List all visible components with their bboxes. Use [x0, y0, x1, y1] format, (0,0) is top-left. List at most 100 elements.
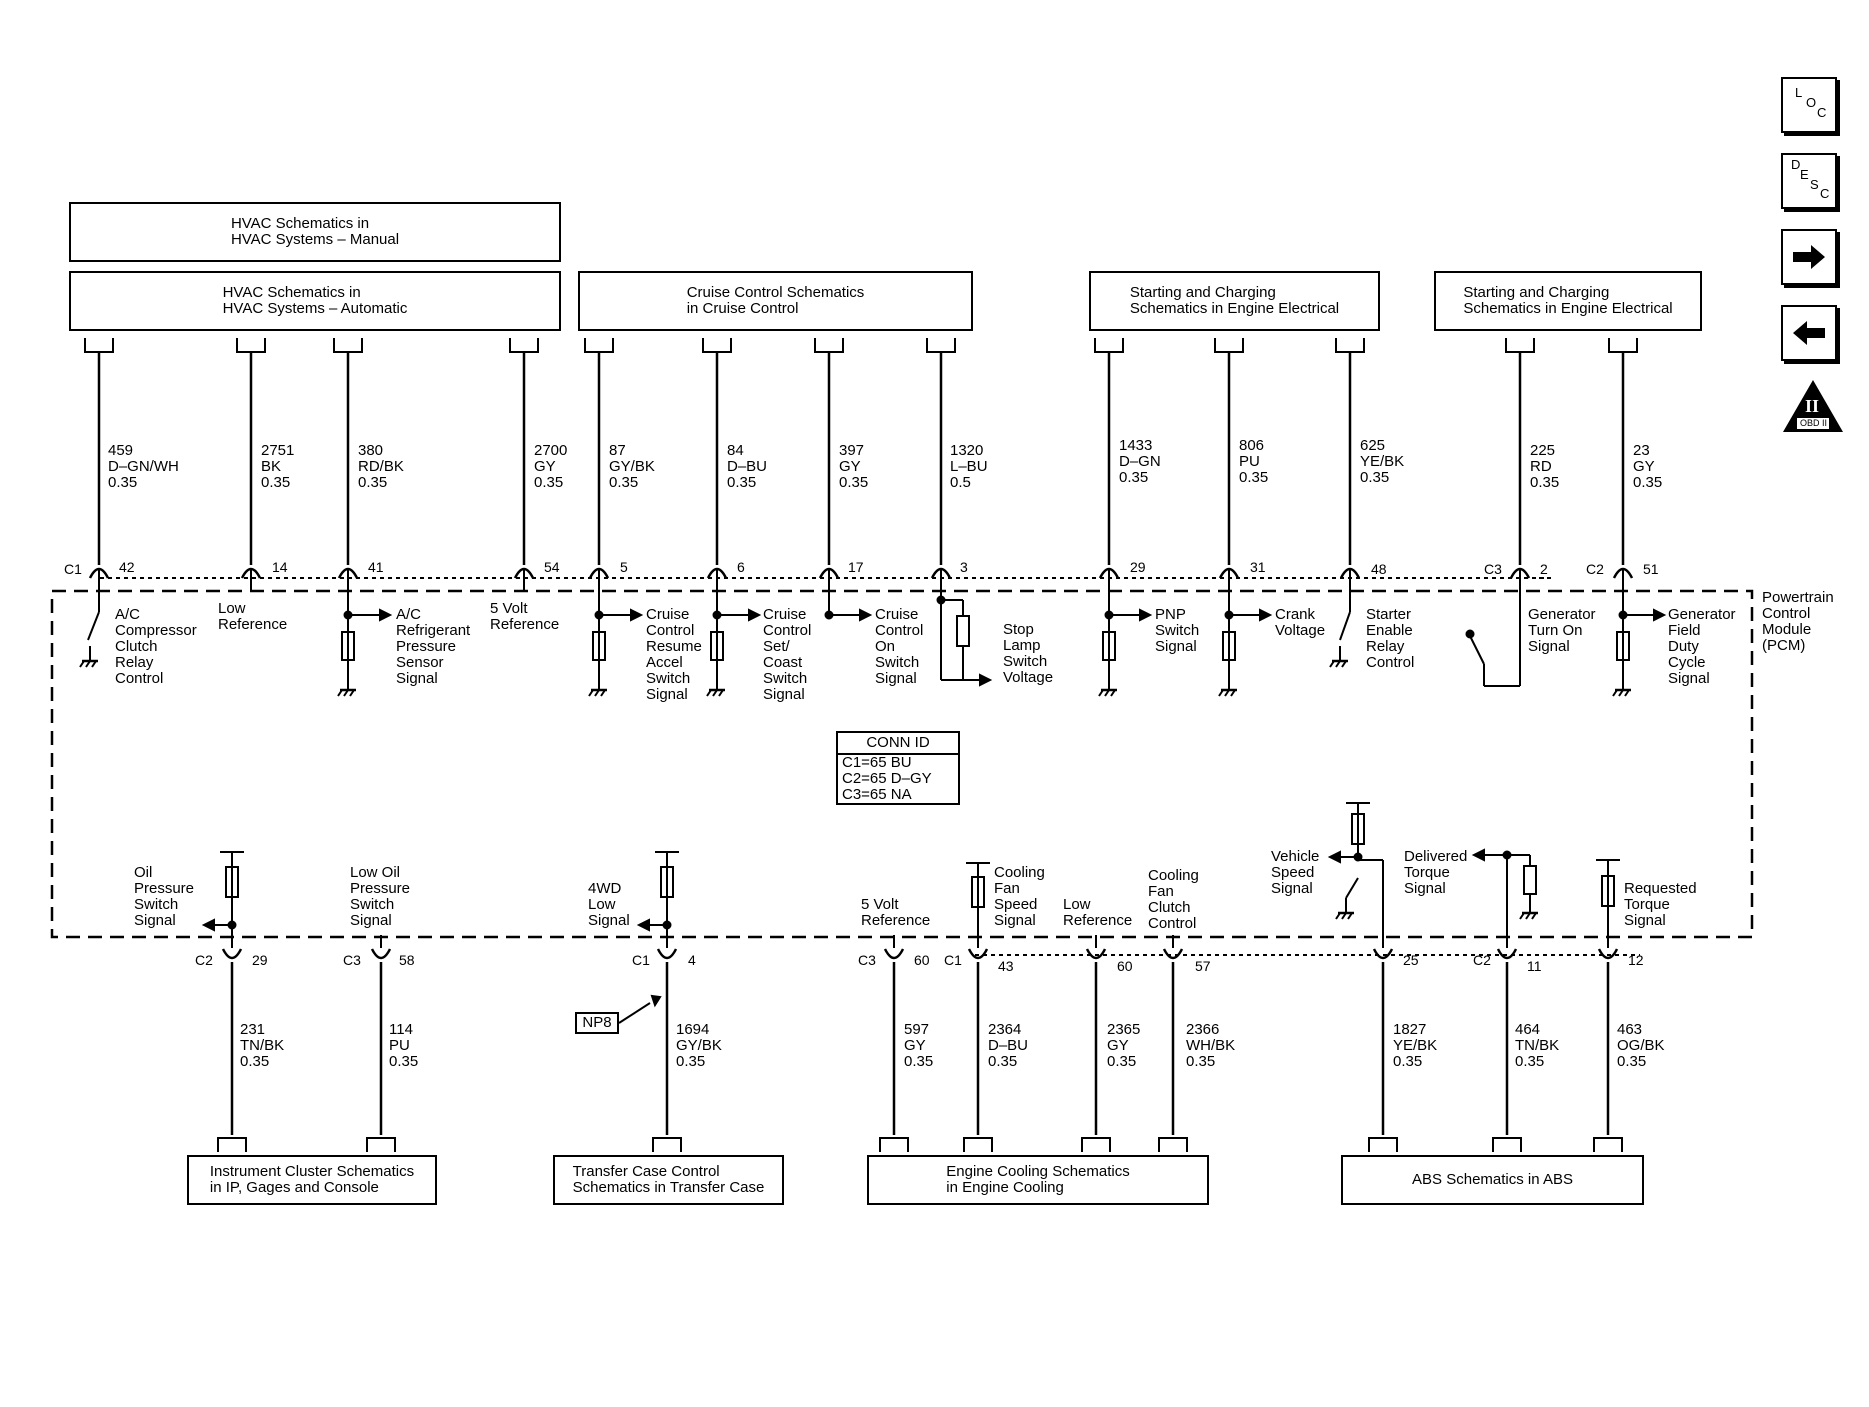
bottom-wire-circuit: 597 GY 0.35 [904, 1021, 934, 1070]
ground-symbol [85, 660, 91, 668]
hvac-auto-label: HVAC Schematics in HVAC Systems – Automa… [222, 284, 408, 317]
next-page-button[interactable] [1781, 229, 1837, 285]
hvac-manual-label: HVAC Schematics in HVAC Systems – Manual [230, 215, 400, 248]
top-connector-id: C1 [64, 561, 82, 577]
arrow-head [859, 608, 873, 622]
cruise-control-box[interactable]: Cruise Control Schematics in Cruise Cont… [578, 271, 973, 331]
terminal-stub [509, 338, 539, 353]
obd-ii-badge[interactable]: II OBD II [1781, 378, 1845, 434]
top-wire-circuit: 806 PU 0.35 [1239, 437, 1269, 486]
top-wire-circuit: 380 RD/BK 0.35 [358, 442, 404, 491]
hvac-manual-box[interactable]: HVAC Schematics in HVAC Systems – Manual [69, 202, 561, 262]
bottom-signal-label: Vehicle Speed Signal [1271, 848, 1320, 897]
top-wire-circuit: 84 D–BU 0.35 [727, 442, 768, 491]
top-signal-label: Stop Lamp Switch Voltage [1003, 621, 1054, 686]
bottom-pin: 29 [252, 952, 268, 968]
top-pin: 14 [272, 559, 288, 575]
transfer-case-box[interactable]: Transfer Case Control Schematics in Tran… [553, 1155, 784, 1205]
bottom-pin: 60 [1117, 958, 1133, 974]
bottom-connector-id: C3 [858, 952, 876, 968]
ground-symbol [1224, 689, 1230, 697]
switch-contact [1339, 611, 1351, 641]
ground-symbol [1110, 689, 1116, 697]
top-connector-id: C3 [1484, 561, 1502, 577]
top-wire-circuit: 87 GY/BK 0.35 [609, 442, 655, 491]
ground-symbol [1525, 912, 1531, 920]
desc-letter-d: D [1791, 157, 1801, 172]
bottom-signal-label: 4WD Low Signal [588, 880, 630, 929]
prev-page-button[interactable] [1781, 305, 1837, 361]
engine-cooling-box[interactable]: Engine Cooling Schematics in Engine Cool… [867, 1155, 1209, 1205]
arrow-head [1471, 848, 1485, 862]
top-wire-circuit: 459 D–GN/WH 0.35 [108, 442, 179, 491]
bottom-pin: 12 [1628, 952, 1644, 968]
starting-charging-box-1[interactable]: Starting and Charging Schematics in Engi… [1089, 271, 1380, 331]
resistor-symbol [971, 876, 985, 908]
terminal-stub [1081, 1137, 1111, 1152]
resistor-symbol [1222, 631, 1236, 661]
top-pin: 6 [737, 559, 745, 575]
ground-symbol [712, 689, 718, 697]
bottom-pin: 43 [998, 958, 1014, 974]
hvac-auto-box[interactable]: HVAC Schematics in HVAC Systems – Automa… [69, 271, 561, 331]
conn-id-lines: C1=65 BU C2=65 D–GY C3=65 NA [842, 754, 932, 803]
bottom-pin: 57 [1195, 958, 1211, 974]
top-pin: 42 [119, 559, 135, 575]
arrow-head [630, 608, 644, 622]
ground-symbol [343, 689, 349, 697]
resistor-symbol [660, 866, 674, 898]
ground-symbol [1519, 912, 1525, 920]
terminal-stub [584, 338, 614, 353]
top-wire-circuit: 225 RD 0.35 [1530, 442, 1560, 491]
connector-pin [1597, 948, 1619, 960]
ground-symbol [1341, 912, 1347, 920]
junction-dot [1465, 629, 1475, 639]
instrument-cluster-box[interactable]: Instrument Cluster Schematics in IP, Gag… [187, 1155, 437, 1205]
top-signal-label: Low Reference [218, 600, 288, 633]
top-signal-label: 5 Volt Reference [490, 600, 560, 633]
top-pin: 5 [620, 559, 628, 575]
loc-letter-c: C [1817, 105, 1827, 120]
bottom-pin: 58 [399, 952, 415, 968]
connector-pin [656, 948, 678, 960]
resistor-symbol [1523, 865, 1537, 895]
top-wire-circuit: 1433 D–GN 0.35 [1119, 437, 1161, 486]
arrow-head [636, 918, 650, 932]
desc-letter-s: S [1810, 177, 1819, 192]
ground-symbol [1098, 689, 1104, 697]
bottom-signal-label: 5 Volt Reference [861, 896, 931, 929]
desc-button[interactable]: D E S C [1781, 153, 1837, 209]
resistor-symbol [1616, 631, 1630, 661]
top-signal-label: A/C Refrigerant Pressure Sensor Signal [396, 606, 471, 687]
np8-label: NP8 [582, 1014, 612, 1031]
starting-charging-box-2[interactable]: Starting and Charging Schematics in Engi… [1434, 271, 1702, 331]
arrow-head [1139, 608, 1153, 622]
ground-symbol [600, 689, 606, 697]
loc-button[interactable]: L O C [1781, 77, 1837, 133]
top-signal-label: Cruise Control Resume Accel Switch Signa… [646, 606, 702, 703]
ground-symbol [1618, 689, 1624, 697]
arrow-left-icon [1793, 321, 1825, 345]
ground-symbol [1347, 912, 1353, 920]
top-pin: 2 [1540, 561, 1548, 577]
terminal-stub [702, 338, 732, 353]
terminal-stub [1335, 338, 1365, 353]
abs-box[interactable]: ABS Schematics in ABS [1341, 1155, 1644, 1205]
top-pin: 31 [1250, 559, 1266, 575]
bottom-signal-label: Cooling Fan Clutch Control [1148, 867, 1199, 932]
bottom-connector-id: C1 [944, 952, 962, 968]
terminal-stub [814, 338, 844, 353]
arrow-head [201, 918, 215, 932]
top-wire-circuit: 2751 BK 0.35 [261, 442, 295, 491]
top-pin: 17 [848, 559, 864, 575]
top-signal-label: Crank Voltage [1275, 606, 1326, 639]
bottom-signal-label: Delivered Torque Signal [1404, 848, 1468, 897]
bottom-connector-id: C2 [1473, 952, 1491, 968]
ground-symbol [1335, 660, 1341, 668]
connector-pin [221, 948, 243, 960]
terminal-stub [217, 1137, 247, 1152]
top-signal-label: Generator Turn On Signal [1528, 606, 1596, 655]
resistor-symbol [592, 631, 606, 661]
ground-symbol [588, 689, 594, 697]
resistor-symbol [956, 615, 970, 647]
